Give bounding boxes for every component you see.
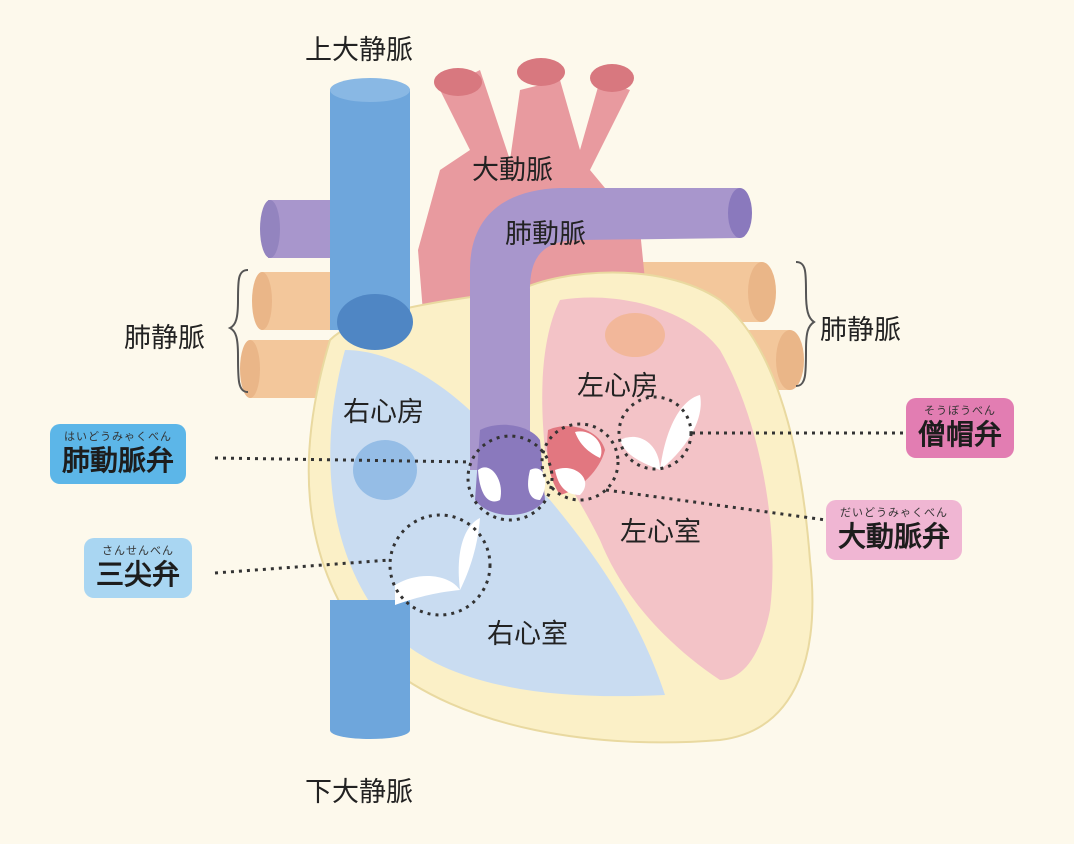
pulmonary-valve-shape bbox=[475, 424, 546, 515]
mitral-valve-circle bbox=[617, 395, 693, 471]
tricuspid-valve-shape bbox=[395, 518, 480, 605]
right-brace bbox=[795, 261, 816, 387]
tricuspid-valve-ruby: さんせんべん bbox=[102, 544, 174, 557]
leader-lines bbox=[214, 431, 906, 575]
aortic-valve-leader bbox=[605, 488, 827, 522]
right-atrium-label: 右心房 bbox=[343, 397, 424, 428]
aortic-valve-shape bbox=[547, 426, 605, 495]
left-atrium-label: 左心房 bbox=[577, 371, 658, 402]
left-pulmonary-veins bbox=[240, 272, 345, 398]
tricuspid-valve-label-box: さんせんべん 三尖弁 bbox=[84, 538, 193, 598]
superior-vena-cava-label: 上大静脈 bbox=[305, 35, 413, 66]
pulmonary-valve-label-box: はいどうみゃくべん 肺動脈弁 bbox=[50, 424, 187, 484]
left-pulmonary-vessel bbox=[260, 200, 340, 258]
pulmonary-veins-right-label: 肺静脈 bbox=[820, 315, 901, 346]
pulmonary-artery-label: 肺動脈 bbox=[505, 219, 586, 250]
pulmonary-valve-name: 肺動脈弁 bbox=[62, 444, 175, 477]
pulmonary-veins-left-label: 肺静脈 bbox=[124, 323, 205, 354]
left-ventricle-label: 左心室 bbox=[620, 517, 701, 548]
left-brace bbox=[227, 269, 249, 393]
tricuspid-valve-circle bbox=[388, 513, 492, 617]
vena-cava bbox=[330, 78, 413, 739]
valve-highlight-circles bbox=[388, 395, 693, 617]
inferior-vena-cava-label: 下大静脈 bbox=[305, 777, 413, 808]
aortic-valve-ruby: だいどうみゃくべん bbox=[840, 506, 948, 519]
mitral-valve-label-box: そうぼうべん 僧帽弁 bbox=[906, 398, 1015, 458]
pulmonary-valve-ruby: はいどうみゃくべん bbox=[64, 430, 172, 443]
mitral-valve-ruby: そうぼうべん bbox=[924, 404, 996, 417]
left-chambers bbox=[542, 297, 773, 680]
aortic-valve-circle bbox=[540, 422, 620, 502]
pulmonary-valve-leader bbox=[214, 456, 471, 464]
mitral-valve-shape bbox=[620, 395, 701, 470]
right-chambers bbox=[330, 350, 665, 697]
tricuspid-valve-leader bbox=[214, 558, 391, 575]
pulmonary-valve-circle bbox=[466, 434, 554, 522]
pulmonary-vein-braces bbox=[227, 261, 816, 393]
aortic-valve-name: 大動脈弁 bbox=[838, 520, 951, 553]
aorta-label: 大動脈 bbox=[472, 155, 553, 186]
aortic-valve-label-box: だいどうみゃくべん 大動脈弁 bbox=[826, 500, 963, 560]
mitral-valve-name: 僧帽弁 bbox=[918, 418, 1003, 451]
right-ventricle-label: 右心室 bbox=[487, 619, 568, 650]
tricuspid-valve-name: 三尖弁 bbox=[96, 558, 181, 591]
